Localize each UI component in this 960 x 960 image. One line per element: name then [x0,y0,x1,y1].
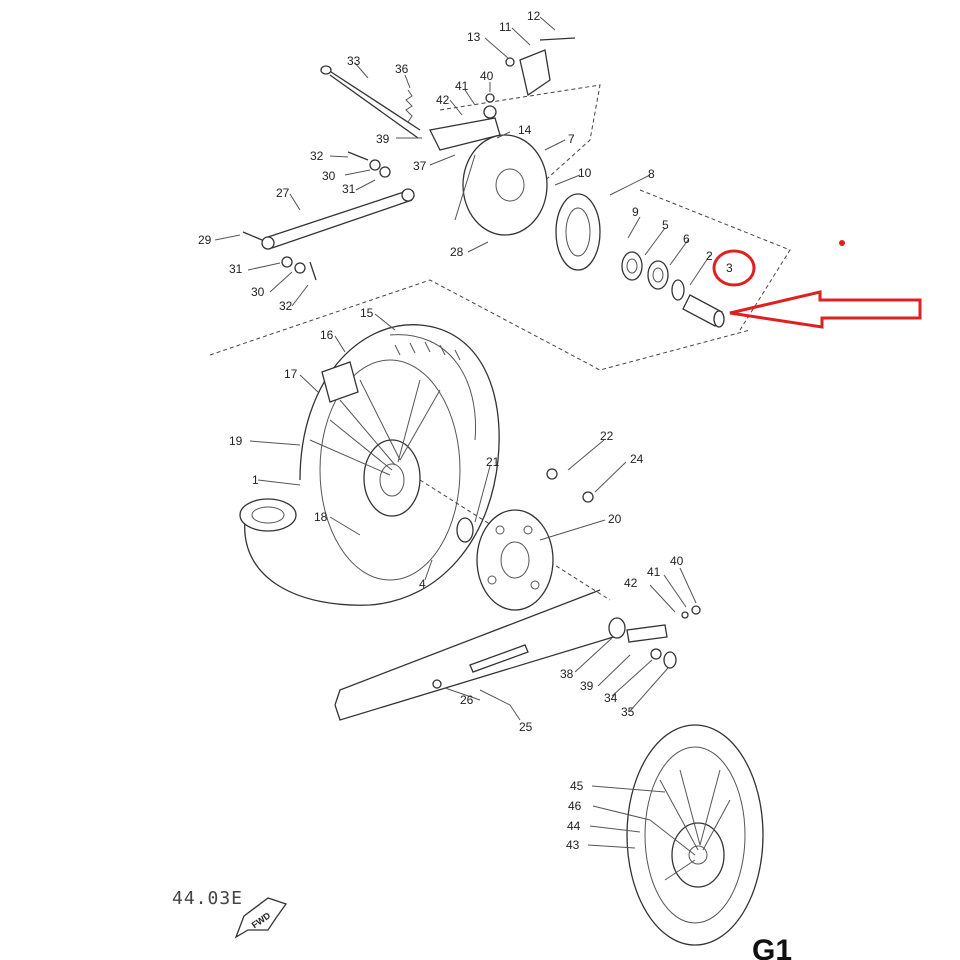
callout-26: 26 [460,693,474,707]
callout-28: 28 [450,245,464,259]
hub [363,439,421,517]
callout-39b: 39 [580,679,594,693]
callout-40a: 40 [480,69,494,83]
callout-44: 44 [567,819,581,833]
callout-17: 17 [284,367,298,381]
leader-lines [214,16,711,849]
forward-arrow-icon: FWD [234,897,288,939]
spokes [309,379,441,476]
callout-11: 11 [499,20,512,34]
callout-37: 37 [413,159,427,173]
rod-33 [324,67,421,131]
page-mark: G1 [752,934,792,960]
callout-39a: 39 [376,132,390,146]
callout-21: 21 [486,455,500,469]
callout-10: 10 [578,166,592,180]
highlight-circle [712,249,756,287]
callout-15: 15 [360,306,374,320]
sprocket-20 [476,509,554,611]
callout-2: 2 [706,249,713,263]
hub-lower [671,822,725,888]
callout-27: 27 [276,186,290,200]
callout-46: 46 [568,799,582,813]
callout-41a: 41 [455,79,469,93]
callout-31b: 31 [229,262,243,276]
bearing-21 [456,517,474,543]
adjuster-38 [608,617,626,639]
callout-45: 45 [570,779,584,793]
diagram-code: 44.03E [172,888,243,909]
red-dot [839,240,845,246]
callout-30b: 30 [251,285,265,299]
assembly-outline-wheel [209,279,751,371]
callout-12: 12 [527,9,541,23]
chain-25 [334,589,621,721]
spacer-3 [682,294,723,327]
assembly-outline-top [439,84,601,186]
tube-18 [239,498,297,532]
callout-18: 18 [314,510,328,524]
callout-1: 1 [252,473,259,487]
callout-5: 5 [662,218,669,232]
callout-34: 34 [604,691,618,705]
highlight-marker [712,240,922,329]
callout-32b: 32 [279,299,293,313]
rim-1 [319,359,461,581]
callout-7: 7 [568,132,575,146]
bearing-6 [647,260,669,290]
callout-3: 3 [726,261,733,275]
callout-24: 24 [630,452,644,466]
callout-14: 14 [518,123,532,137]
callout-38: 38 [560,667,574,681]
callout-43: 43 [566,838,580,852]
callout-8: 8 [648,167,655,181]
callout-9: 9 [632,205,639,219]
assembly-outline-right [639,189,791,331]
callout-31a: 31 [342,182,356,196]
collar-2 [671,279,685,301]
callout-20: 20 [608,512,622,526]
callout-19: 19 [229,434,243,448]
rod-27 [264,189,411,239]
callout-42a: 42 [436,93,450,107]
callout-6: 6 [683,232,690,246]
callout-36: 36 [395,62,409,76]
callout-32a: 32 [310,149,324,163]
chain-joint-26 [469,644,529,673]
callout-16: 16 [320,328,334,342]
brake-shoe-8 [555,193,601,271]
callout-22: 22 [600,429,614,443]
callout-40b: 40 [670,554,684,568]
callout-4: 4 [419,577,426,591]
callout-13: 13 [467,30,481,44]
rim-band-16 [321,361,359,403]
brake-plate-7 [462,134,548,236]
callout-25: 25 [519,720,533,734]
callout-35: 35 [621,705,635,719]
spring-36 [405,89,413,123]
callout-33: 33 [347,54,361,68]
callout-41b: 41 [647,565,661,579]
bearing-5 [621,251,643,281]
highlight-arrow [729,290,922,329]
callout-42b: 42 [624,576,638,590]
bracket-11 [519,49,551,97]
callout-29: 29 [198,233,212,247]
callout-30a: 30 [322,169,336,183]
callout-labels: 12 11 13 33 36 40 41 42 14 7 39 37 32 30… [198,9,733,852]
